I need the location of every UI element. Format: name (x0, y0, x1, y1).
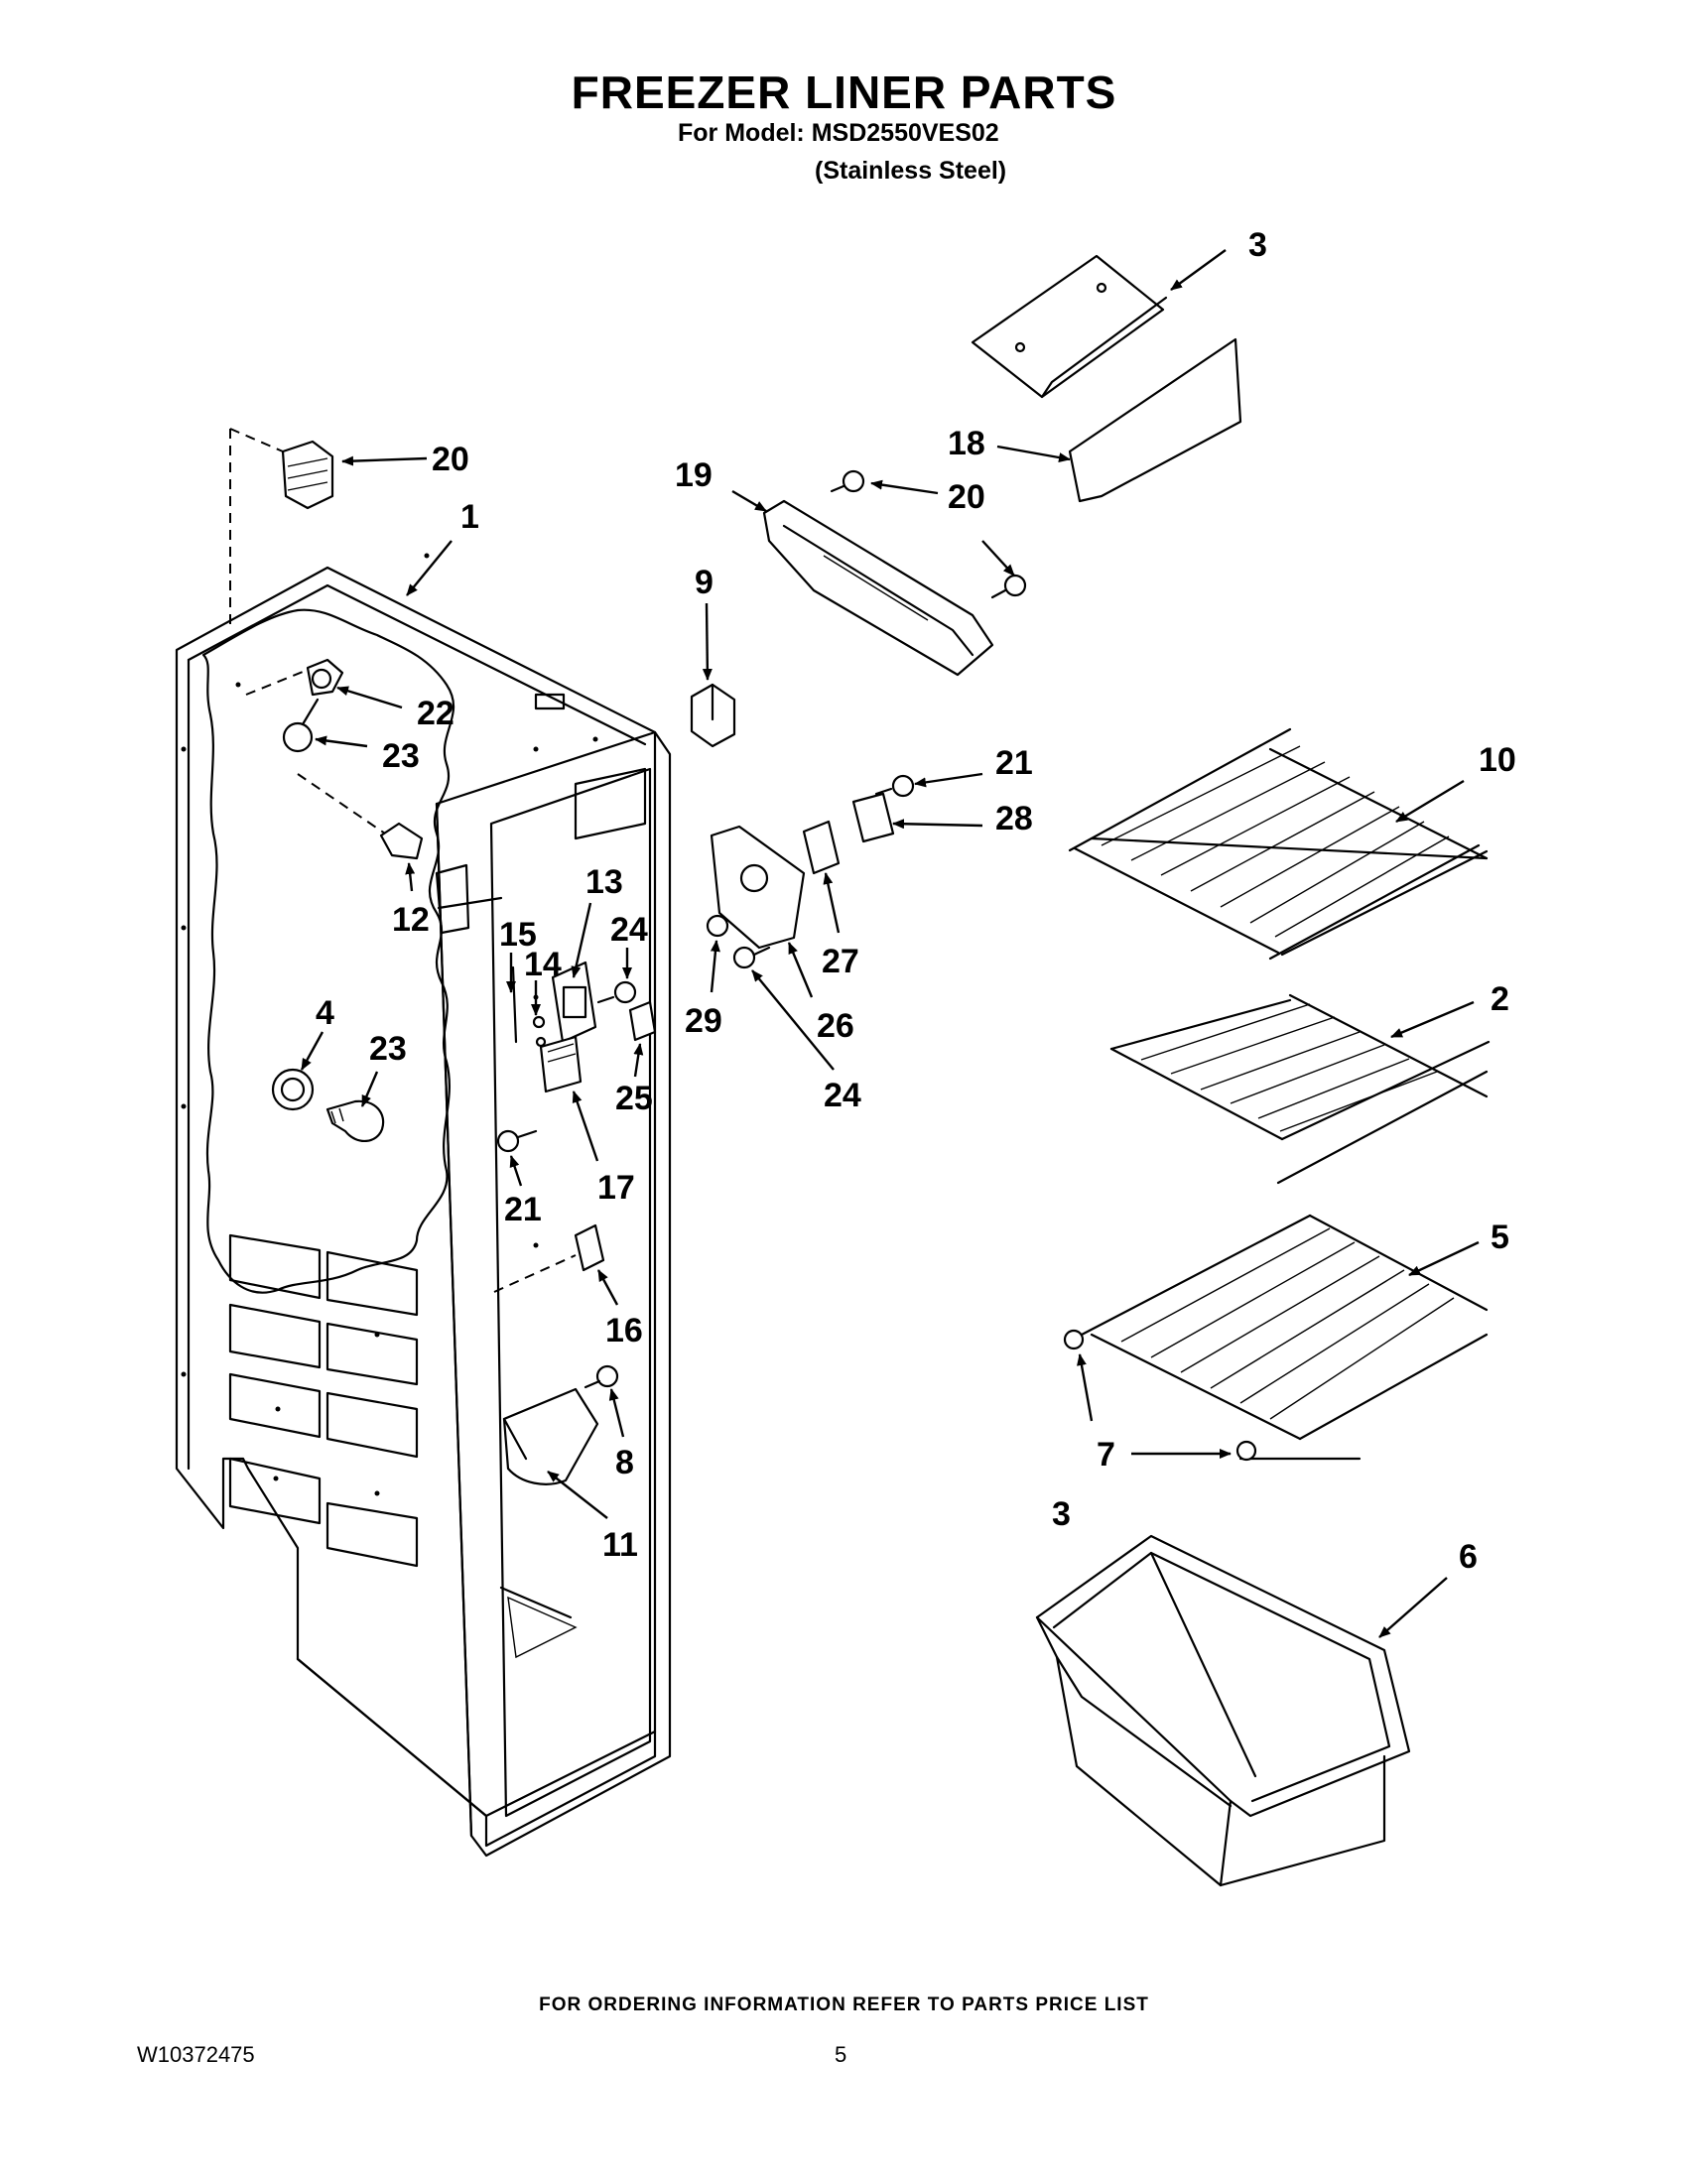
freezer-liner (175, 553, 672, 1858)
part-11-damper (502, 1387, 599, 1485)
part-21-screw-right (874, 774, 915, 798)
part-22-light-socket (245, 658, 344, 697)
part-7-glide-right (1235, 1440, 1257, 1462)
part-26-housing (710, 825, 806, 950)
callout-14: 14 (524, 946, 562, 983)
callout-13: 13 (585, 863, 623, 901)
callout-6: 6 (1459, 1538, 1478, 1576)
part-4-light-socket (271, 1068, 315, 1111)
part-20-screw-b (990, 574, 1027, 599)
part-28-sensor (851, 792, 895, 843)
part-8-screw (584, 1364, 619, 1389)
callout-2: 2 (1491, 980, 1509, 1018)
part-15-pin (511, 965, 518, 1044)
callout-labels: 20 1 22 23 12 4 23 15 14 13 24 25 17 21 … (316, 226, 1516, 1576)
callout-25: 25 (615, 1080, 653, 1117)
part-12-bracket (297, 773, 424, 860)
document-number: W10372475 (137, 2042, 255, 2067)
callout-21-b: 21 (995, 744, 1033, 782)
callout-7: 7 (1097, 1436, 1115, 1474)
callout-10: 10 (1479, 741, 1516, 779)
callout-26: 26 (817, 1007, 854, 1045)
part-10-shelf (1068, 727, 1489, 961)
part-16-connector (493, 1223, 605, 1293)
part-14-clip (532, 1015, 547, 1048)
part-20-clip (229, 428, 334, 625)
part-25-clip (628, 1000, 657, 1042)
callout-19: 19 (675, 456, 713, 494)
page-title: FREEZER LINER PARTS (571, 66, 1117, 118)
callout-24-b: 24 (824, 1077, 861, 1114)
callout-29: 29 (685, 1002, 722, 1040)
part-24-screw-lower (732, 946, 771, 969)
callout-15: 15 (499, 916, 537, 954)
part-29-knob (706, 914, 729, 938)
callout-8: 8 (615, 1444, 634, 1481)
callout-20-a: 20 (432, 441, 469, 478)
callout-18: 18 (948, 425, 985, 462)
callout-24-a: 24 (610, 911, 648, 949)
callout-3-a: 3 (1248, 226, 1267, 264)
part-2-shelf (1109, 993, 1491, 1185)
ordering-info: FOR ORDERING INFORMATION REFER TO PARTS … (539, 1994, 1149, 2015)
callout-20-b: 20 (948, 478, 985, 516)
page-number: 5 (835, 2042, 847, 2067)
callout-21-a: 21 (504, 1191, 542, 1228)
part-7-glide-left (1063, 1329, 1085, 1350)
model-line: For Model: MSD2550VES02 (678, 119, 999, 147)
part-23-bulb-upper (282, 698, 320, 753)
callout-12: 12 (392, 901, 430, 939)
part-20-screw-a (830, 469, 865, 493)
callout-23-b: 23 (369, 1030, 407, 1068)
callout-11: 11 (602, 1526, 638, 1564)
callout-17: 17 (597, 1169, 635, 1207)
callout-9: 9 (695, 564, 714, 601)
part-5-shelf (1080, 1214, 1489, 1461)
callout-23-a: 23 (382, 737, 420, 775)
callout-27: 27 (822, 943, 859, 980)
callout-22: 22 (417, 695, 454, 732)
liner-vents (228, 1233, 419, 1568)
part-17-board (539, 1035, 583, 1093)
part-18-panel (1068, 337, 1242, 503)
part-21-screw-left (496, 1129, 538, 1153)
callout-1: 1 (460, 498, 479, 536)
callout-4: 4 (316, 994, 334, 1032)
part-19-duct (762, 499, 994, 677)
callout-3-b: 3 (1052, 1495, 1071, 1533)
part-3-cover (971, 254, 1168, 399)
variant-line: (Stainless Steel) (815, 157, 1007, 185)
callout-16: 16 (605, 1312, 643, 1349)
leader-arrows (300, 249, 1480, 1638)
part-27-bracket (802, 820, 841, 875)
part-24-screw-upper (596, 980, 637, 1004)
part-6-bin (1035, 1534, 1411, 1887)
part-23-bulb-lower (325, 1099, 385, 1142)
callout-5: 5 (1491, 1219, 1509, 1256)
part-9-cap (690, 683, 736, 748)
callout-28: 28 (995, 800, 1033, 837)
